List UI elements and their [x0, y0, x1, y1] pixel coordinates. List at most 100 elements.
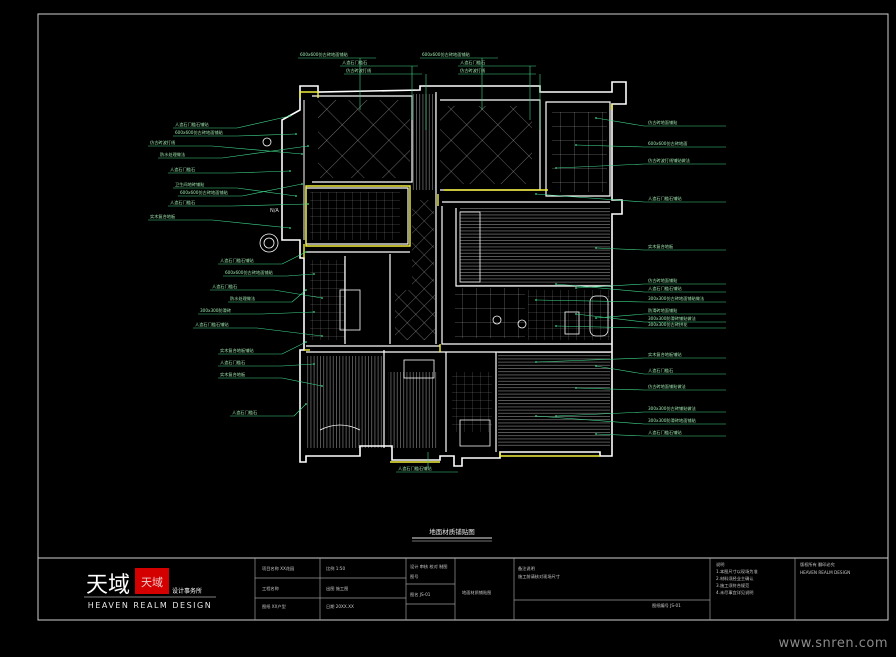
leader-dot — [305, 341, 307, 343]
callout-callouts_left-4: 人造石门槛石 — [168, 166, 291, 174]
callout-text: 实木复合地板铺贴 — [220, 347, 254, 354]
callout-text: 600x600仿古砖地面铺贴 — [300, 51, 348, 58]
callout-text: 人造石门槛石 — [170, 166, 195, 173]
callout-text: 仿古砖地面铺贴 — [648, 119, 677, 126]
leader-line — [575, 387, 645, 391]
room-bedroom-1 — [460, 208, 610, 286]
leader-dot — [555, 325, 557, 327]
callout-callouts_left-3: 防水处理做法 — [158, 145, 309, 159]
callout-callouts_left-12: 防水处理做法 — [228, 289, 307, 303]
callout-text: 实木复合地板 — [220, 371, 246, 378]
title-block-cell-c7-3: 3.施工须符合规范 — [716, 582, 749, 589]
callout-callouts_left-2: 仿古砖波打线 — [148, 139, 303, 155]
callout-callouts_right-4: 实木复合地板 — [595, 243, 726, 251]
leader-dot — [535, 361, 537, 363]
callout-callouts_right-11: 实木复合地板铺贴 — [535, 351, 726, 363]
callout-text: 600x600仿古砖地面铺贴 — [422, 51, 470, 58]
callout-text: 人造石门槛石铺贴 — [648, 285, 682, 292]
callouts: 人造石门槛石铺贴600x600仿古砖地面铺贴仿古砖波打线防水处理做法人造石门槛石… — [148, 51, 726, 473]
room-hall — [395, 290, 435, 340]
callout-callouts_left-8: 实木复合地板 — [148, 213, 291, 229]
room-dining — [440, 106, 532, 184]
callout-text: 人造石门槛石 — [232, 409, 257, 416]
brand-english-name: HEAVEN REALM DESIGN — [88, 601, 212, 610]
callout-callouts_right-12: 人造石门槛石 — [595, 365, 726, 375]
leader-dot — [305, 289, 307, 291]
fixtures — [259, 137, 609, 447]
callout-text: 实木复合地板 — [648, 243, 674, 250]
leader-dot — [295, 133, 297, 135]
leader-line — [273, 289, 323, 299]
title-block-cell-c1-0: 项目名称 XX花园 — [262, 565, 294, 572]
callout-text: 600x600仿古砖地面铺贴 — [175, 129, 223, 136]
leader-dot — [295, 195, 297, 197]
callout-callouts_top-5: 仿古砖波打线 — [458, 67, 541, 130]
leader-dot — [313, 363, 315, 365]
leader-dot — [321, 385, 323, 387]
title-block-cell-c6-0: 图纸编号 JS-01 — [652, 602, 681, 609]
callout-callouts_left-5: 卫生间地砖铺贴 — [173, 181, 297, 197]
callout-callouts_top-4: 人造石门槛石 — [458, 59, 536, 120]
title-block-cell-c5-1: 施工前请核对现场尺寸 — [518, 573, 560, 580]
leader-dot — [321, 297, 323, 299]
callout-text: 人造石门槛石铺贴 — [648, 429, 682, 436]
callout-callouts_top-0: 600x600仿古砖地面铺贴 — [298, 51, 376, 110]
callout-text: 300x300防滑砖 — [200, 307, 231, 314]
leader-dot — [301, 183, 303, 185]
callout-callouts_right-13: 仿古砖地面铺贴做法 — [575, 383, 726, 391]
callout-text: 人造石门槛石铺贴 — [398, 465, 432, 472]
callout-callouts_left-15: 实木复合地板铺贴 — [218, 341, 307, 355]
leader-line — [575, 313, 645, 323]
leader-line — [555, 411, 645, 417]
brand-cn-name: 设计事务所 — [172, 587, 202, 595]
inner-walls — [305, 92, 612, 452]
callout-text: 防水处理做法 — [160, 151, 185, 158]
callout-text: 300x300仿古砖地面铺贴做法 — [648, 295, 704, 302]
leader-line — [595, 117, 645, 127]
callout-callouts_right-6: 人造石门槛石铺贴 — [555, 283, 726, 293]
room-master-bedroom — [498, 350, 610, 448]
label-na: N/A — [270, 208, 279, 214]
title-block-cell-c1-2: 图纸 XX户型 — [262, 603, 286, 610]
leader-line — [535, 415, 645, 425]
title-block-cell-c3-0: 设计 审核 校对 制图 — [410, 563, 448, 570]
brand-logo-text: 天域 — [86, 573, 130, 598]
callout-text: 仿古砖地面铺贴做法 — [648, 383, 686, 390]
title-block-cell-c3-2: 图名 JS-01 — [410, 591, 431, 598]
callout-text: 600x600仿古砖地面铺贴 — [180, 189, 228, 196]
leader-line — [535, 299, 645, 303]
corridor-mid — [412, 200, 434, 290]
room-bedroom-2 — [305, 356, 383, 448]
leader-dot — [575, 287, 577, 289]
leader-dot — [595, 247, 597, 249]
leader-line — [281, 341, 307, 355]
title-block-cell-c2-0: 比例 1:50 — [326, 565, 345, 572]
callout-callouts_right-10: 300x300仿古砖拼花 — [555, 321, 726, 329]
leader-line — [291, 289, 307, 303]
callout-callouts_left-10: 600x600仿古砖地面铺贴 — [223, 269, 315, 277]
corridor-upper — [412, 94, 438, 190]
leader-line — [595, 247, 645, 251]
callout-callouts_left-13: 300x300防滑砖 — [198, 307, 315, 315]
room-balcony — [552, 112, 607, 192]
title-block-cell-c4-0: 地面材质铺贴图 — [462, 589, 491, 596]
callout-text: 防滑砖地面铺贴 — [648, 307, 677, 314]
callout-callouts_right-15: 300x300防滑砖地面铺贴 — [535, 415, 726, 425]
leader-dot — [595, 117, 597, 119]
room-bath-tiles — [455, 288, 525, 338]
leader-line — [595, 365, 645, 375]
callout-text: 300x300仿古砖铺贴做法 — [648, 405, 696, 412]
callout-callouts_top-1: 人造石门槛石 — [340, 59, 418, 120]
leader-line — [595, 433, 645, 437]
callout-callouts_bottom-0: 人造石门槛石铺贴 — [396, 452, 458, 473]
leader-line — [535, 193, 645, 203]
callout-callouts_left-1: 600x600仿古砖地面铺贴 — [173, 129, 297, 137]
title-block-cell-c7-4: 4.未尽事宜详见说明 — [716, 589, 754, 596]
callout-text: 仿古砖地面铺贴 — [648, 277, 677, 284]
leader-dot — [321, 335, 323, 337]
callout-text: 人造石门槛石 — [212, 283, 237, 290]
callout-callouts_right-1: 600x600仿古砖地面 — [575, 140, 726, 148]
leader-line — [231, 203, 309, 207]
title-block-cell-c7-2: 2.材料须经业主确认 — [716, 575, 754, 582]
